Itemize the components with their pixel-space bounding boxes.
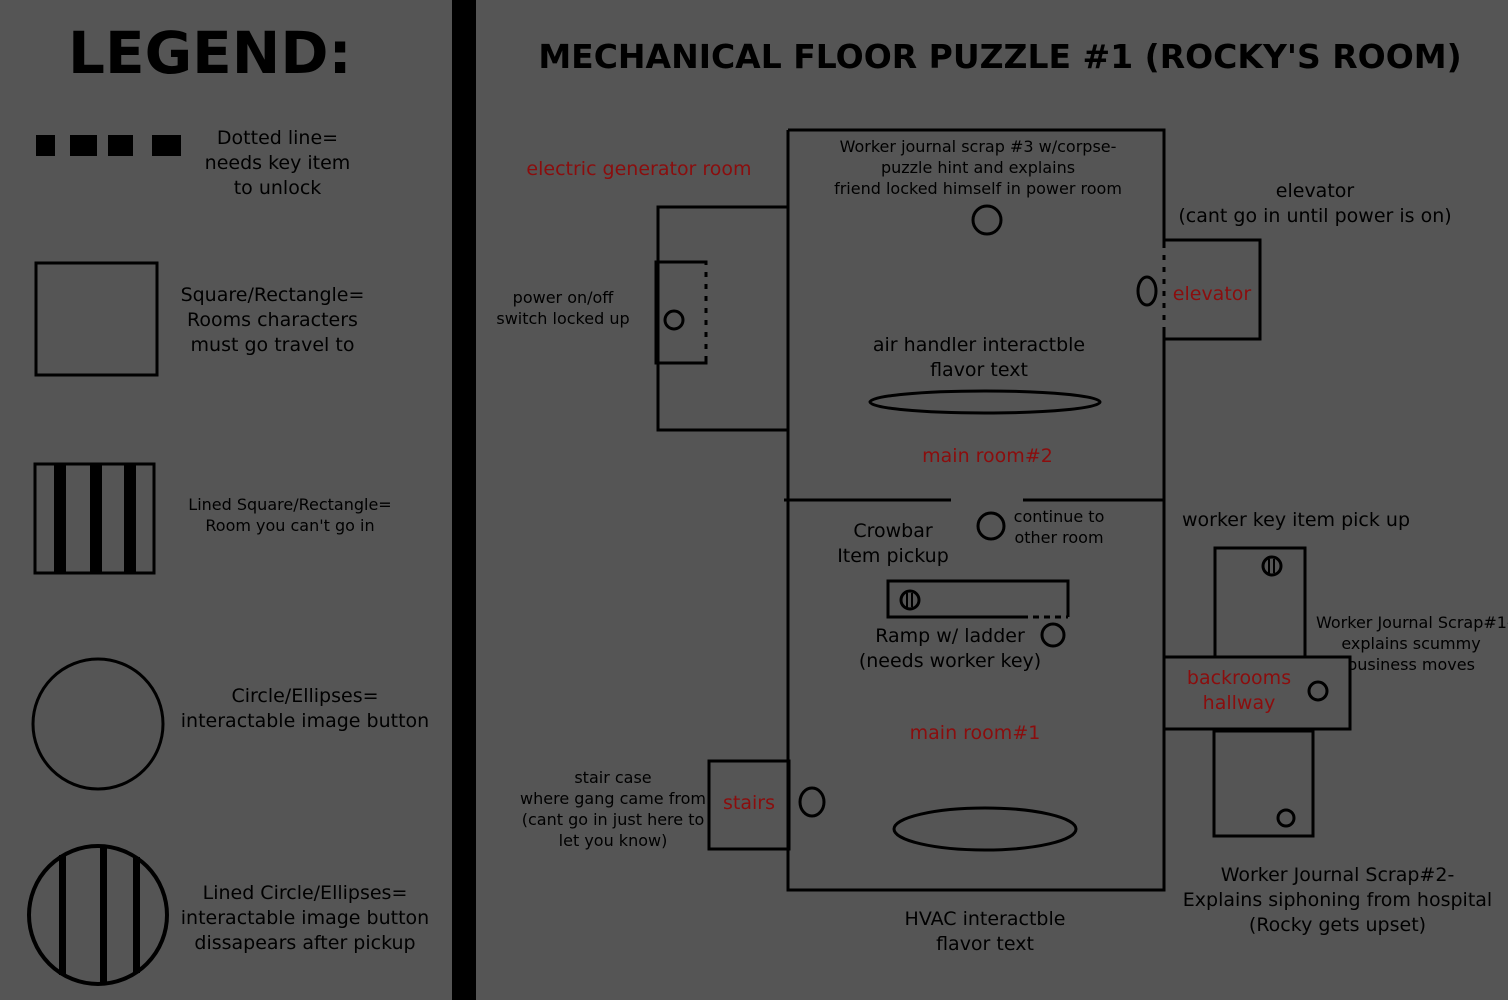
map-text-line: Worker Journal Scrap#1-	[1316, 613, 1508, 632]
legend-text-line: interactable image button	[180, 907, 430, 929]
map-text-line: friend locked himself in power room	[834, 179, 1122, 198]
main-room-1-label: main room#1	[909, 722, 1041, 744]
crowbar-text: Crowbar Item pickup	[828, 519, 958, 569]
map-text-line: Worker journal scrap #3 w/corpse-	[839, 137, 1117, 156]
backrooms-hallway	[1162, 655, 1352, 731]
air-handler-button	[868, 389, 1102, 415]
power-switch-text: power on/off switch locked up	[488, 287, 638, 329]
ramp-ladder-button	[1040, 622, 1066, 648]
journal3-text: Worker journal scrap #3 w/corpse- puzzle…	[818, 136, 1138, 199]
map-text-line: power on/off	[512, 288, 614, 307]
stair-note-text: stair case where gang came from (cant go…	[518, 767, 708, 851]
backrooms-hallway-label: backrooms hallway	[1176, 666, 1302, 716]
map-text-line: Worker Journal Scrap#2-	[1220, 864, 1455, 886]
legend-lined-square-symbol	[33, 462, 156, 575]
air-handler-text: air handler interactble flavor text	[858, 333, 1100, 383]
map-title: MECHANICAL FLOOR PUZZLE #1 (ROCKY'S ROOM…	[538, 37, 1462, 76]
stairs-room	[707, 759, 791, 851]
legend-circle-text: Circle/Ellipses= interactable image butt…	[175, 684, 435, 734]
stairs-button	[798, 786, 826, 818]
legend-title: LEGEND:	[68, 19, 352, 87]
legend-circle-symbol	[31, 657, 165, 791]
legend-text-line: must go travel to	[190, 334, 355, 356]
key-pickup-room	[1213, 546, 1307, 659]
map-text-line: air handler interactble	[872, 334, 1086, 356]
elevator-button	[1136, 275, 1158, 307]
main-room-wall	[786, 128, 1166, 892]
crowbar-pickup	[899, 589, 921, 611]
legend-text-line: Room you can't go in	[205, 516, 375, 535]
map-text-line: (Rocky gets upset)	[1248, 914, 1427, 936]
hvac-text: HVAC interactble flavor text	[880, 907, 1090, 957]
continue-text: continue to other room	[1004, 506, 1114, 548]
worker-key-text: worker key item pick up	[1181, 509, 1411, 531]
ramp-box	[886, 579, 1070, 619]
legend-text-line: to unlock	[233, 177, 322, 199]
legend-text-line: Lined Circle/Ellipses=	[202, 882, 408, 904]
legend-text-line: Rooms characters	[187, 309, 358, 331]
map-text-line: flavor text	[936, 933, 1034, 955]
legend-dotted-symbol	[36, 135, 181, 156]
legend-lined-circle-text: Lined Circle/Ellipses= interactable imag…	[175, 881, 435, 956]
legend-text-line: Dotted line=	[216, 127, 339, 149]
legend-text-line: Square/Rectangle=	[180, 284, 365, 306]
ramp-text: Ramp w/ ladder (needs worker key)	[850, 624, 1050, 674]
main-room-2-label: main room#2	[922, 445, 1053, 467]
elevator-note-text: elevator (cant go in until power is on)	[1170, 179, 1460, 229]
journal1-text: Worker Journal Scrap#1- explains scummy …	[1316, 612, 1508, 675]
map-text-line: (cant go in just here to	[521, 810, 705, 829]
map-text-line: continue to	[1013, 507, 1105, 526]
power-switch-button	[663, 309, 685, 331]
legend-text-line: dissapears after pickup	[194, 932, 416, 954]
map-text-line: flavor text	[930, 359, 1028, 381]
map-text-line: hallway	[1202, 692, 1276, 714]
elevator-room-label: elevator	[1172, 283, 1252, 305]
map-text-line: backrooms	[1186, 667, 1292, 689]
generator-room	[656, 205, 790, 432]
map-text-line: explains scummy	[1341, 634, 1481, 653]
legend-text-line: needs key item	[204, 152, 351, 174]
power-switch-box	[654, 260, 708, 365]
legend-dotted-text: Dotted line= needs key item to unlock	[190, 126, 365, 201]
map-text-line: puzzle hint and explains	[880, 158, 1076, 177]
journal2-room	[1212, 729, 1315, 838]
map-text-line: (needs worker key)	[858, 650, 1042, 672]
legend-lined-circle-symbol	[27, 844, 169, 986]
worker-key-pickup	[1261, 555, 1283, 577]
map-text-line: business moves	[1347, 655, 1475, 674]
map-text-line: switch locked up	[496, 309, 630, 328]
map-text-line: stair case	[574, 768, 652, 787]
panel-divider	[452, 0, 476, 1000]
journal1-button	[1307, 680, 1329, 702]
legend-text-line: Lined Square/Rectangle=	[188, 495, 392, 514]
map-text-line: HVAC interactble	[904, 908, 1066, 930]
journal2-button	[1276, 808, 1296, 828]
map-text-line: elevator	[1275, 180, 1355, 202]
map-text-line: (cant go in until power is on)	[1178, 205, 1452, 227]
map-text-line: where gang came from	[520, 789, 706, 808]
map-text-line: Item pickup	[837, 545, 949, 567]
generator-room-label: electric generator room	[526, 158, 752, 180]
legend-square-text: Square/Rectangle= Rooms characters must …	[170, 283, 375, 358]
hvac-button	[892, 806, 1078, 852]
map-text-line: Crowbar	[853, 520, 933, 542]
continue-button	[976, 511, 1006, 541]
legend-lined-square-text: Lined Square/Rectangle= Room you can't g…	[175, 494, 405, 536]
journal2-text: Worker Journal Scrap#2- Explains siphoni…	[1170, 863, 1505, 938]
map-text-line: Explains siphoning from hospital	[1182, 889, 1493, 911]
legend-text-line: Circle/Ellipses=	[231, 685, 379, 707]
stairs-room-label: stairs	[723, 792, 775, 814]
journal3-button	[971, 204, 1003, 236]
map-text-line: let you know)	[558, 831, 668, 850]
legend-square-symbol	[34, 261, 159, 377]
map-text-line: other room	[1014, 528, 1104, 547]
map-text-line: Ramp w/ ladder	[875, 625, 1025, 647]
legend-text-line: interactable image button	[180, 710, 430, 732]
